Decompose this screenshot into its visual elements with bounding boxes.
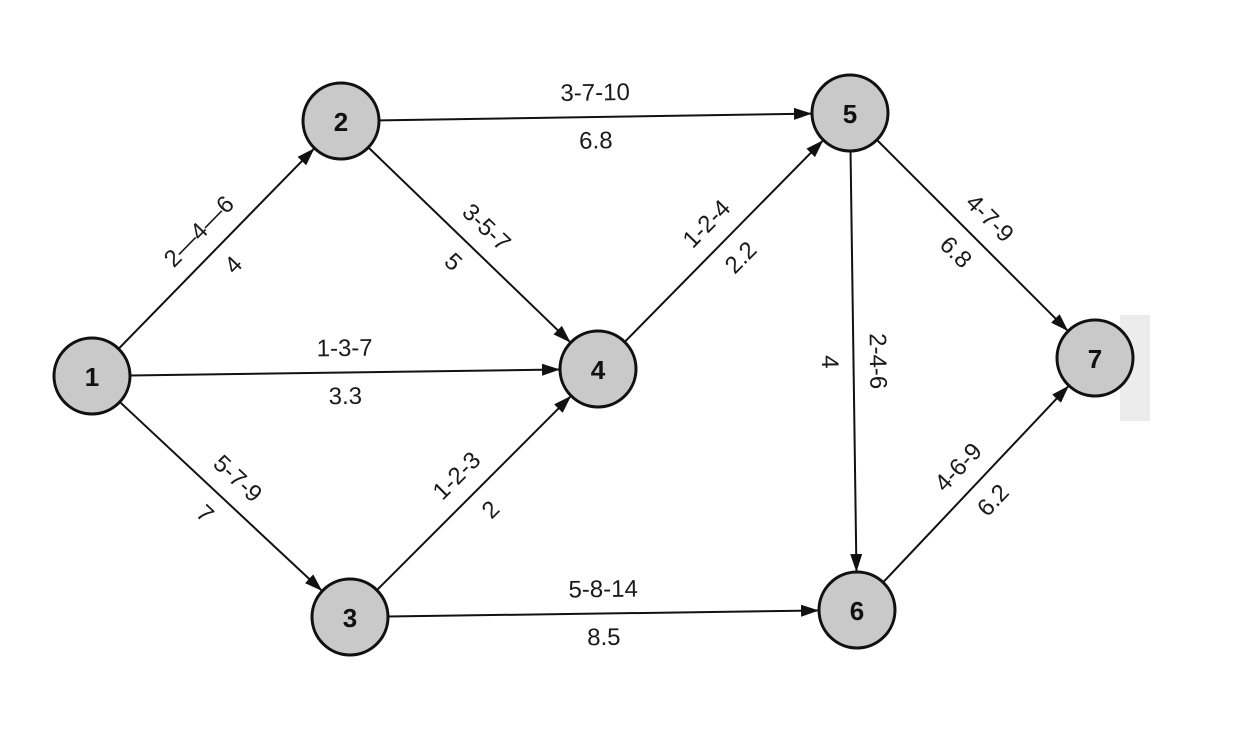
node-circle-3	[310, 577, 390, 657]
edge-time-estimates-3-4: 1-2-3	[428, 447, 487, 506]
edge-time-estimates-6-7: 4-6-9	[930, 438, 988, 497]
edge-expected-time-3-4: 2	[477, 496, 506, 525]
node-2: 2	[301, 81, 381, 161]
edge-3-4	[376, 395, 572, 591]
edge-expected-time-6-7: 6.2	[972, 479, 1015, 522]
edge-expected-time-2-5: 6.8	[579, 127, 613, 155]
node-circle-1	[52, 336, 132, 416]
node-circle-5	[810, 73, 890, 153]
node-circle-6	[817, 570, 897, 650]
node-label-4: 4	[591, 355, 606, 385]
edge-4-5	[623, 140, 824, 343]
edge-time-estimates-1-4: 1-3-7	[316, 335, 372, 363]
edge-time-estimates-3-6: 5-8-14	[568, 576, 638, 604]
node-label-3: 3	[343, 603, 357, 633]
edge-expected-time-1-3: 7	[191, 500, 219, 529]
node-label-1: 1	[85, 362, 99, 392]
node-label-2: 2	[334, 107, 348, 137]
node-label-5: 5	[843, 99, 857, 129]
edge-time-estimates-2-5: 3-7-10	[560, 79, 630, 107]
edge-2-5	[378, 107, 813, 122]
node-label-6: 6	[850, 596, 864, 626]
node-5: 5	[810, 73, 890, 153]
edge-time-estimates-2-4: 3-5-7	[457, 199, 516, 257]
edges-layer	[117, 107, 1069, 618]
node-circle-4	[558, 329, 638, 409]
nodes-layer: 1 2 3 4 5 6 7	[52, 73, 1135, 657]
edge-time-estimates-4-5: 1-2-4	[678, 195, 737, 254]
edge-expected-time-2-4: 5	[439, 248, 467, 277]
edge-expected-time-5-7: 6.8	[934, 231, 977, 274]
edge-time-estimates-1-3: 5-7-9	[208, 450, 267, 508]
edge-expected-time-1-2: 4	[219, 251, 248, 279]
edge-expected-time-4-5: 2.2	[720, 236, 763, 279]
edge-expected-time-5-6: 4	[816, 355, 843, 369]
edge-5-6	[849, 150, 863, 573]
edge-time-estimates-5-6: 2-4-6	[864, 333, 892, 389]
node-3: 3	[310, 577, 390, 657]
node-4: 4	[558, 329, 638, 409]
edge-1-4	[129, 363, 561, 377]
edge-expected-time-1-4: 3.3	[328, 383, 362, 410]
edge-5-7	[876, 139, 1069, 332]
edge-time-estimates-5-7: 4-7-9	[960, 189, 1019, 248]
node-6: 6	[817, 570, 897, 650]
node-label-7: 7	[1088, 344, 1102, 374]
edge-6-7	[882, 385, 1069, 584]
edge-2-4	[367, 146, 571, 343]
node-circle-2	[301, 81, 381, 161]
edge-1-3	[119, 401, 323, 592]
edge-expected-time-3-6: 8.5	[587, 624, 621, 651]
edge-1-2	[117, 148, 315, 350]
node-7: 7	[1055, 318, 1135, 398]
node-circle-7	[1055, 318, 1135, 398]
edge-3-6	[387, 604, 820, 618]
node-1: 1	[52, 336, 132, 416]
